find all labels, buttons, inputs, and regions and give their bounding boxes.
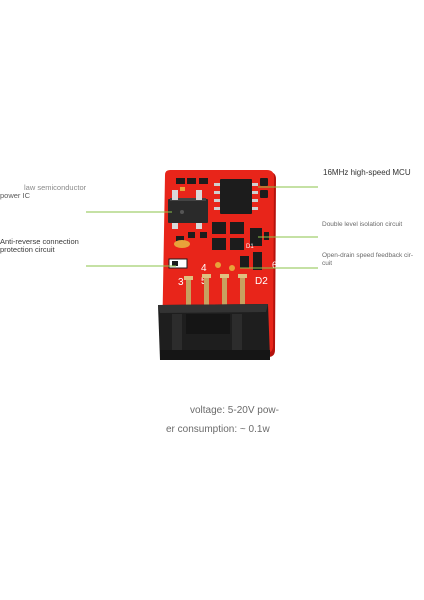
label-power-ic-line1: law semiconductor [24,183,87,192]
label-mcu: 16MHz high-speed MCU [323,168,411,177]
label-open-drain-line1: Open-drain speed feedback cir- [322,252,414,259]
silk-3: 3 [178,277,184,288]
silk-d1: D1 [246,244,254,250]
connector-housing [158,304,270,360]
silk-6: 6 [272,260,277,270]
leader-lines [86,186,318,269]
silk-d2: D2 [255,276,268,287]
header-pins [184,274,247,310]
label-anti-reverse-line1: Anti-reverse connection [0,237,79,246]
label-power-ic-line2: power IC [0,191,31,200]
label-anti-reverse-line2: protection circuit [0,245,55,254]
spec-power-consumption: er consumption: ~ 0.1w [166,424,270,435]
label-open-drain-line2: cuit [322,260,333,267]
silk-4: 4 [201,263,207,274]
mcu-chip [214,178,268,214]
smd-components [168,178,269,271]
power-ic-chip [168,190,208,229]
spec-voltage: voltage: 5-20V pow- [190,405,279,416]
label-isolation: Double level isolation circuit [322,221,403,228]
